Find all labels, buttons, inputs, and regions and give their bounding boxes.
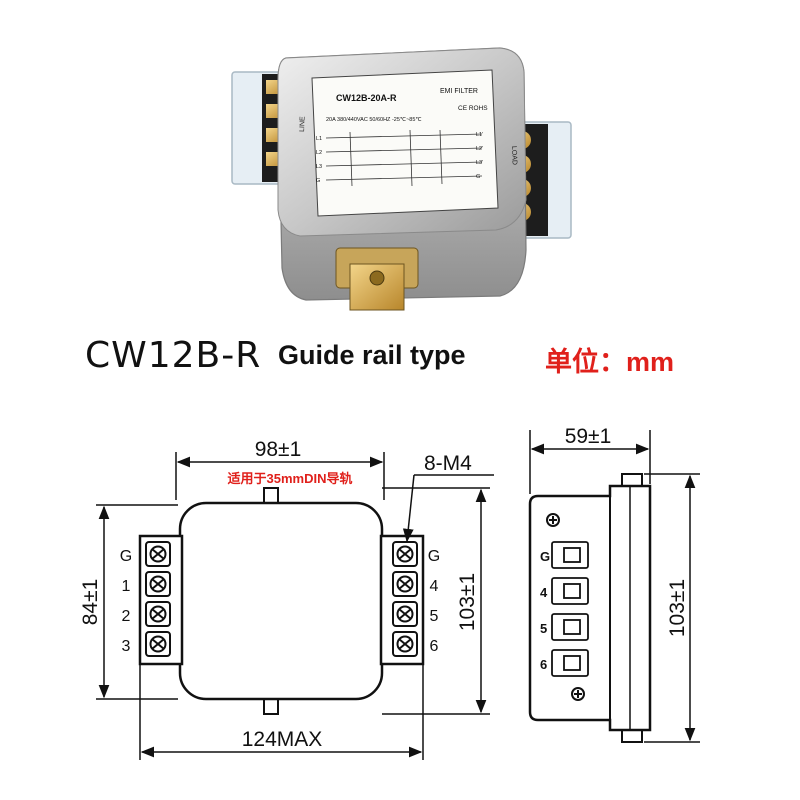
side-terminal-slots	[551, 541, 589, 677]
side-terminal-label: 5	[540, 621, 547, 636]
photo-din-rail-clip	[335, 247, 419, 311]
photo-output-label: L3'	[476, 160, 483, 166]
front-housing	[178, 501, 384, 701]
unit-label: 单位：mm	[545, 347, 675, 377]
front-width-dim-label: 98±1	[255, 438, 302, 461]
rail-note-frame	[208, 470, 368, 486]
front-right-terminal-label: G	[428, 548, 440, 565]
front-left-terminal-label: 1	[122, 578, 131, 595]
photo-side-label-line: LINE	[299, 116, 307, 132]
front-right-terminal-label: 4	[430, 578, 439, 595]
photo-input-label: L2	[316, 150, 322, 156]
side-terminal-label: 4	[540, 585, 548, 600]
photo-input-label: L1	[316, 136, 322, 142]
screw-callout-leader	[402, 474, 494, 543]
side-view-labels: 59±1 103±1 G 4 5 6	[540, 425, 689, 672]
side-width-dim-label: 59±1	[565, 425, 612, 448]
photo-output-label: G	[476, 174, 480, 180]
dim-side-width	[529, 430, 651, 494]
side-terminal-label: G	[540, 549, 550, 564]
side-screw-bottom	[571, 687, 585, 701]
photo-label-type: EMI FILTER	[440, 88, 478, 95]
title-row: CW12B-R Guide rail type 单位：mm	[0, 335, 800, 385]
photo-output-label: L1'	[476, 132, 483, 138]
side-height-dim-label: 103±1	[666, 579, 689, 637]
front-left-terminal-label: 2	[122, 608, 131, 625]
screw-callout-label: 8-M4	[424, 452, 472, 475]
dim-front-right-height	[382, 487, 490, 715]
front-left-terminal-label: 3	[122, 638, 131, 655]
front-right-terminal-label: 5	[430, 608, 439, 625]
rail-note: 适用于35mmDIN导轨	[228, 471, 353, 486]
photo-output-label: L2'	[476, 146, 483, 152]
front-left-height-dim-label: 84±1	[79, 579, 102, 626]
dim-front-width	[175, 452, 385, 500]
side-screw-top	[546, 513, 560, 527]
side-view-drawing	[528, 430, 700, 743]
mount-type-title: Guide rail type	[278, 340, 466, 370]
front-view-drawing	[96, 452, 494, 760]
photo-label-model: CW12B-20A-R	[336, 93, 397, 103]
front-view-labels: 98±1 适用于35mmDIN导轨 8-M4 124MAX 84±1 103±1…	[79, 438, 479, 751]
model-title: CW12B-R	[85, 335, 262, 376]
photo-label-plate: EMI FILTER CW12B-20A-R 20A 380/440VAC 50…	[311, 69, 499, 217]
photo-side-label-load: LOAD	[510, 146, 518, 165]
front-right-height-dim-label: 103±1	[456, 573, 479, 631]
dim-front-left-height	[96, 504, 178, 700]
front-right-terminal-strip	[379, 534, 425, 666]
front-overall-dim-label: 124MAX	[242, 728, 323, 751]
front-right-terminal-label: 6	[430, 638, 439, 655]
front-left-terminal-label: G	[120, 548, 132, 565]
photo-input-label: L3	[316, 164, 322, 170]
photo-label-certs: CE ROHS	[458, 105, 488, 112]
dim-side-height	[644, 473, 700, 743]
front-left-terminal-strip	[138, 534, 184, 666]
product-photo: EMI FILTER CW12B-20A-R 20A 380/440VAC 50…	[231, 47, 572, 311]
side-terminal-label: 6	[540, 657, 547, 672]
photo-label-specs: 20A 380/440VAC 50/60HZ -25℃~85℃	[326, 117, 422, 123]
photo-input-label: G	[316, 178, 320, 184]
dim-front-overall	[139, 664, 424, 760]
